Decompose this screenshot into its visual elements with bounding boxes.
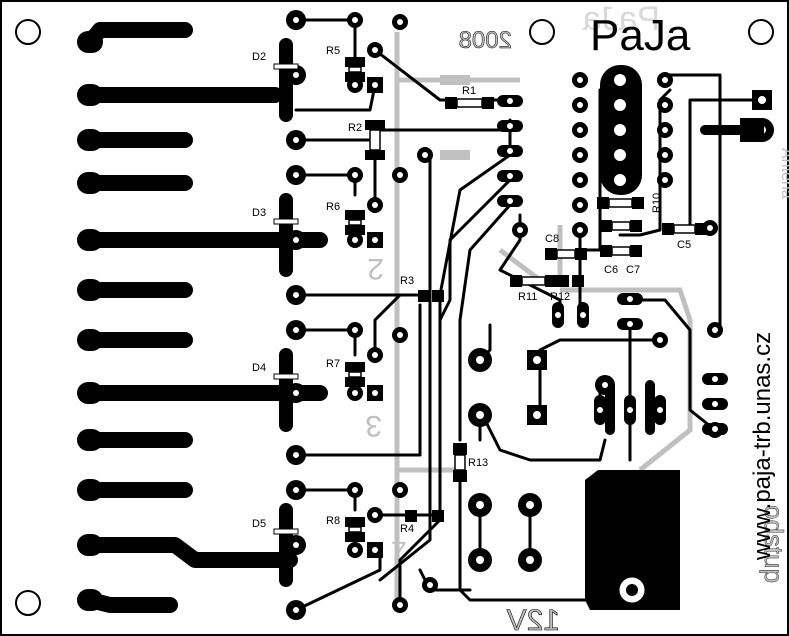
silk-brand-ghost: PaJa bbox=[582, 0, 660, 38]
label-r2: R2 bbox=[348, 122, 362, 134]
mounting-holes bbox=[15, 19, 774, 616]
label-r7: R7 bbox=[326, 358, 340, 370]
label-d2: D2 bbox=[252, 51, 266, 63]
silk-antenna: Antena bbox=[778, 148, 789, 199]
mounting-hole-bottom-right bbox=[748, 19, 774, 45]
diode-bands bbox=[273, 63, 299, 535]
silk-channel-2: 2 bbox=[367, 252, 384, 285]
silk-channel-3: 3 bbox=[365, 409, 382, 442]
connector-array bbox=[600, 65, 642, 195]
brand-logo: PaJa bbox=[590, 11, 691, 60]
component-labels: D2 D3 D4 D5 R1 R2 R3 R4 R5 R6 R7 R8 R10 … bbox=[252, 45, 691, 535]
label-r4: R4 bbox=[400, 523, 414, 535]
label-c5: C5 bbox=[677, 239, 691, 251]
url-text: www.paja-trb.unas.cz bbox=[749, 332, 776, 561]
silk-year: 2008 bbox=[459, 27, 512, 54]
label-r12: R12 bbox=[550, 291, 570, 303]
silk-channel-4: 4 bbox=[392, 532, 406, 562]
label-r13: R13 bbox=[468, 457, 488, 469]
label-d5: D5 bbox=[252, 518, 266, 530]
label-r5: R5 bbox=[326, 45, 340, 57]
label-r3: R3 bbox=[400, 275, 414, 287]
label-d3: D3 bbox=[252, 207, 266, 219]
label-c6: C6 bbox=[604, 264, 618, 276]
label-r1: R1 bbox=[462, 85, 476, 97]
pad-holes bbox=[293, 17, 766, 613]
mounting-hole-top-right bbox=[529, 19, 555, 45]
antenna-pad bbox=[740, 118, 764, 142]
copper-traces bbox=[77, 18, 765, 613]
power-tab bbox=[585, 470, 680, 610]
label-r8: R8 bbox=[326, 515, 340, 527]
silk-voltage: 12V bbox=[507, 604, 560, 636]
oval-pads bbox=[497, 95, 728, 435]
label-d4: D4 bbox=[252, 362, 266, 374]
silk-bottom-text: odstup bbox=[759, 505, 789, 583]
label-r10: R10 bbox=[651, 193, 663, 213]
smd-parts bbox=[345, 57, 707, 542]
label-r11: R11 bbox=[518, 291, 537, 303]
label-c7: C7 bbox=[626, 264, 640, 276]
label-c8: C8 bbox=[545, 233, 559, 245]
mounting-hole-top-left bbox=[15, 19, 41, 45]
mounting-hole-bottom-left bbox=[15, 590, 41, 616]
label-r6: R6 bbox=[326, 201, 340, 213]
